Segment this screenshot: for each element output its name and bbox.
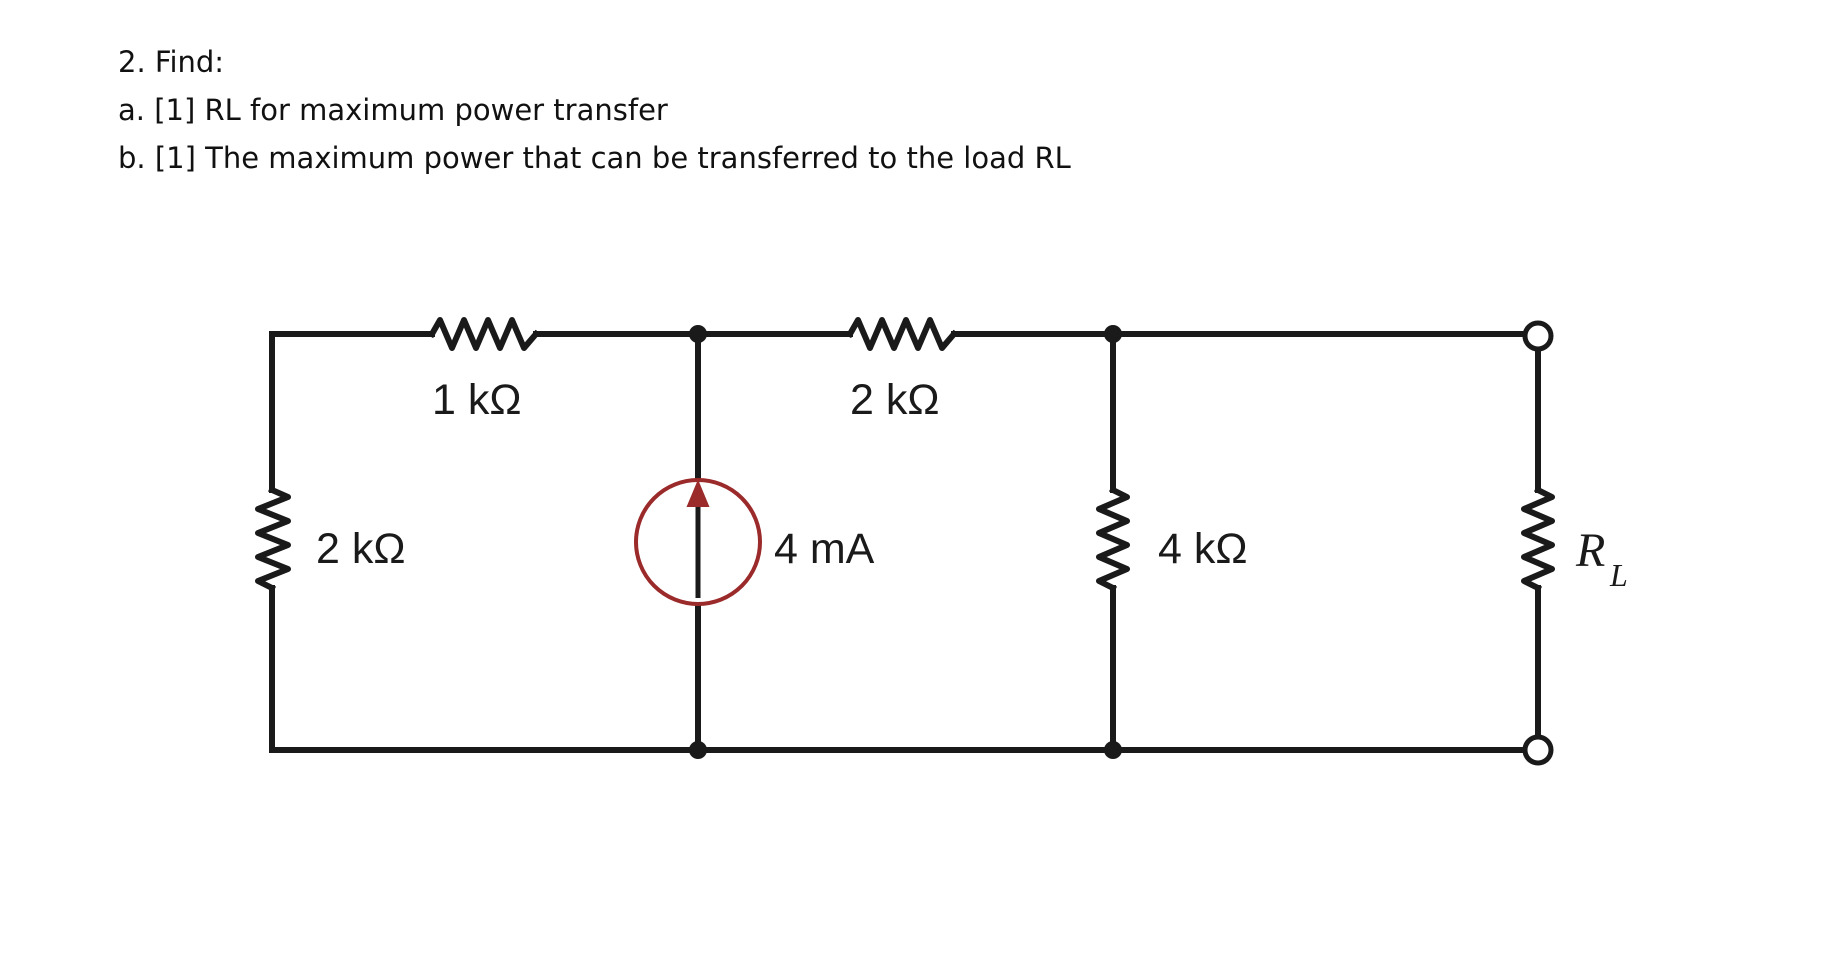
resistor-rl xyxy=(1521,485,1555,593)
question-heading: 2. Find: xyxy=(118,45,225,79)
resistor-2k-left xyxy=(255,486,291,593)
label-rl-sub: L xyxy=(1609,557,1628,593)
terminal-top xyxy=(1522,320,1554,352)
junction-dot xyxy=(1104,325,1122,343)
label-r-top-mid: 2 kΩ xyxy=(850,376,940,424)
resistor-4k xyxy=(1096,485,1130,593)
question-part-b: b. [1] The maximum power that can be tra… xyxy=(118,141,1071,175)
junction-dot xyxy=(689,741,707,759)
resistor-2k-top xyxy=(845,317,959,351)
junction-dot xyxy=(1104,741,1122,759)
junction-dot xyxy=(689,325,707,343)
label-r-4k: 4 kΩ xyxy=(1158,525,1248,573)
label-current-source: 4 mA xyxy=(774,525,875,573)
label-rl-main: R xyxy=(1575,524,1605,577)
resistor-1k-top xyxy=(427,317,541,351)
question-part-a: a. [1] RL for maximum power transfer xyxy=(118,93,668,127)
label-r-top-left: 1 kΩ xyxy=(432,376,522,424)
current-source-arrow-icon xyxy=(686,479,710,507)
terminal-bottom xyxy=(1522,734,1554,766)
label-r-left: 2 kΩ xyxy=(316,525,406,573)
question-text: 2. Find: a. [1] RL for maximum power tra… xyxy=(118,38,1071,182)
